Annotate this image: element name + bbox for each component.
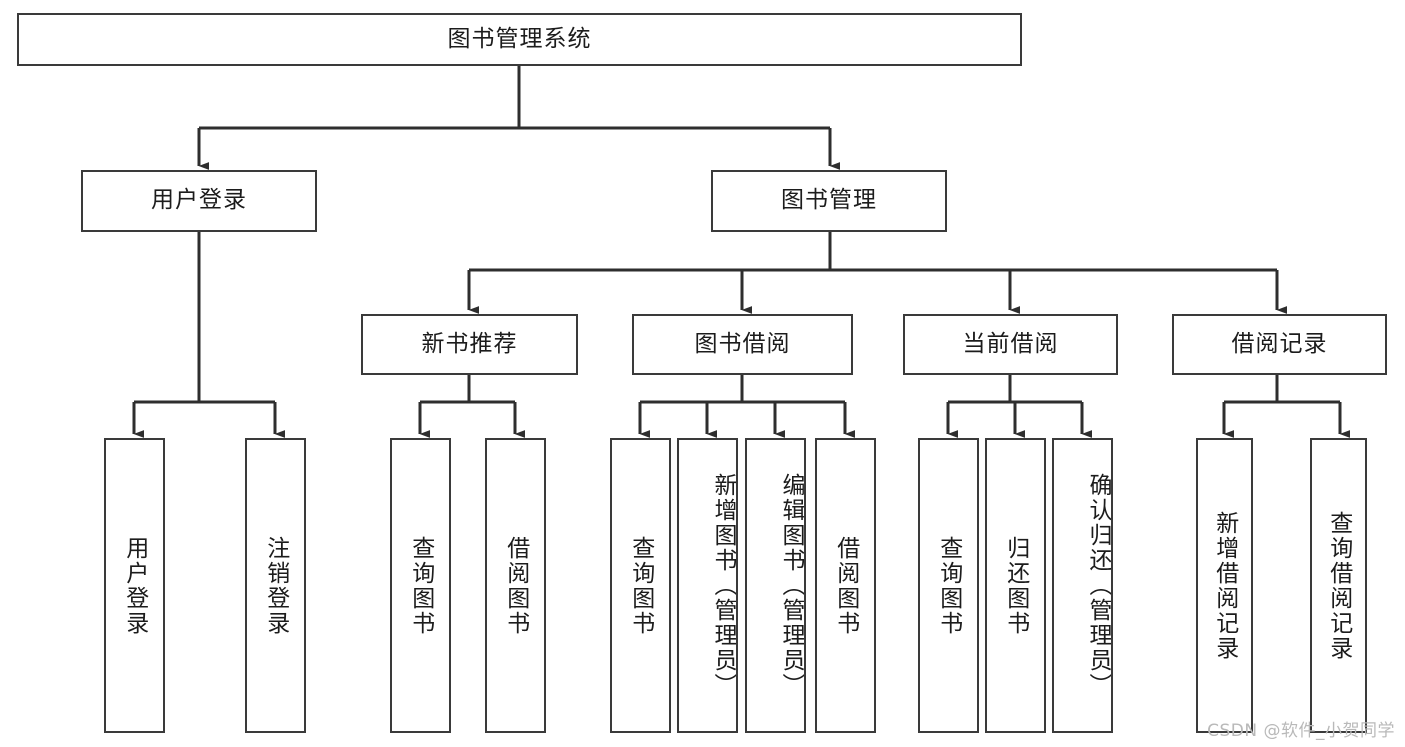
node-leaf-borrow-book-recommend[interactable]: 借阅图书 (485, 438, 546, 733)
node-leaf-add-book-admin[interactable]: 新增图书（管理员） (677, 438, 738, 733)
node-new-book-recommend[interactable]: 新书推荐 (361, 314, 578, 375)
node-leaf-confirm-return-admin[interactable]: 确认归还（管理员） (1052, 438, 1113, 733)
node-leaf-logout-login[interactable]: 注销登录 (245, 438, 306, 733)
node-user-login[interactable]: 用户登录 (81, 170, 317, 232)
node-leaf-return-book[interactable]: 归还图书 (985, 438, 1046, 733)
node-leaf-edit-book-admin[interactable]: 编辑图书（管理员） (745, 438, 806, 733)
node-leaf-query-book-current[interactable]: 查询图书 (918, 438, 979, 733)
node-leaf-user-login[interactable]: 用户登录 (104, 438, 165, 733)
node-leaf-query-borrow-record[interactable]: 查询借阅记录 (1310, 438, 1367, 733)
node-leaf-add-borrow-record[interactable]: 新增借阅记录 (1196, 438, 1253, 733)
node-borrow-record[interactable]: 借阅记录 (1172, 314, 1387, 375)
node-book-borrow[interactable]: 图书借阅 (632, 314, 853, 375)
node-leaf-query-book-borrow[interactable]: 查询图书 (610, 438, 671, 733)
node-current-borrow[interactable]: 当前借阅 (903, 314, 1118, 375)
node-root-system[interactable]: 图书管理系统 (17, 13, 1022, 66)
node-book-manage[interactable]: 图书管理 (711, 170, 947, 232)
node-leaf-query-book-recommend[interactable]: 查询图书 (390, 438, 451, 733)
node-leaf-borrow-book[interactable]: 借阅图书 (815, 438, 876, 733)
